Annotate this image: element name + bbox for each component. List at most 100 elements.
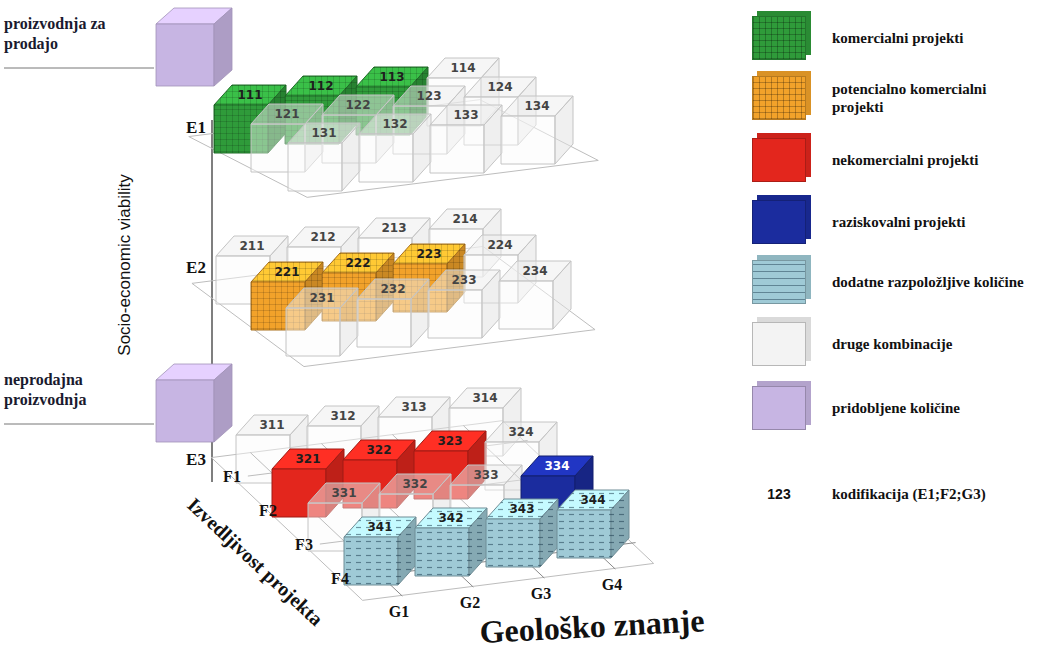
axis-tick: G3 [531, 586, 551, 603]
legend-swatch [752, 138, 806, 182]
cube-code: 112 [294, 79, 348, 93]
cube-face [415, 528, 469, 576]
class-cube: 232 [357, 279, 429, 347]
cube-code: 211 [225, 239, 279, 253]
cube-code: 232 [366, 282, 420, 296]
cube-texture [540, 499, 558, 567]
axis-title: Geološko znanje [479, 604, 705, 649]
cube-code: 344 [566, 493, 620, 507]
axis-tick: F2 [259, 503, 277, 520]
legend-label: nekomercialni projekti [832, 151, 979, 169]
cube-texture [469, 508, 487, 576]
class-cube: 233 [428, 270, 500, 338]
legend-swatch [752, 200, 806, 244]
axis-tick: F4 [331, 571, 349, 588]
cube-code: 213 [367, 221, 421, 235]
cube-face [342, 123, 360, 191]
legend-swatch [752, 76, 806, 120]
leader-line [4, 424, 154, 425]
cube-face [214, 364, 232, 442]
cube-face [553, 261, 571, 329]
axis-title: Socio-economic viability [116, 174, 134, 355]
cube-face [359, 134, 413, 182]
cube-code: 223 [402, 247, 456, 261]
cube-face [288, 143, 342, 191]
cube-face [413, 114, 431, 182]
axis-tick: G1 [389, 604, 409, 621]
cube-code: 231 [295, 291, 349, 305]
cube-face [156, 380, 214, 442]
legend-label: potencialno komercialni projekti [832, 80, 1027, 116]
class-cube: 134 [501, 96, 573, 164]
cube-face [484, 105, 502, 173]
cube-code: 111 [223, 88, 277, 102]
cube-face [482, 270, 500, 338]
cube-code: 333 [459, 468, 513, 482]
cube-face [214, 8, 232, 86]
cube-code: 124 [473, 80, 527, 94]
cube-code: 332 [388, 477, 442, 491]
class-cube: 132 [359, 114, 431, 182]
cube-code: 113 [365, 70, 419, 84]
legend-swatch [752, 386, 806, 430]
class-cube: 342 [415, 508, 487, 576]
cube-code: 234 [508, 264, 562, 278]
cube-face [430, 125, 484, 173]
cube-code: 311 [245, 418, 299, 432]
quantity-label: proizvodnja za prodajo [4, 14, 146, 54]
cube-code: 343 [495, 502, 549, 516]
cube-texture [398, 517, 416, 585]
cube-code: 131 [297, 126, 351, 140]
cube-code: 224 [473, 238, 527, 252]
cube-face [344, 537, 398, 585]
legend-sample: 123 [767, 487, 790, 502]
cube-code: 123 [402, 89, 456, 103]
cube-code: 214 [438, 212, 492, 226]
cube-code: 334 [530, 459, 584, 473]
class-cube: 343 [486, 499, 558, 567]
cube-face [499, 281, 553, 329]
cube-code: 132 [368, 117, 422, 131]
class-cube: 344 [557, 490, 629, 558]
cube-code: 114 [436, 61, 490, 75]
class-cube: 341 [344, 517, 416, 585]
cube-face [557, 510, 611, 558]
quantity-cube: proizvodnja za prodajo [4, 6, 234, 91]
cube-code: 342 [424, 511, 478, 525]
level-plane [192, 246, 595, 366]
legend-label: kodifikacija (E1;F2;G3) [832, 485, 986, 503]
cube-code: 121 [260, 107, 314, 121]
cube-texture [344, 537, 398, 585]
cube-code: 312 [316, 409, 370, 423]
legend-label: pridobljene količine [832, 399, 960, 417]
class-cube: 131 [288, 123, 360, 191]
axis-tick: G2 [460, 595, 480, 612]
legend-label: komercialni projekti [832, 29, 964, 47]
cube-face [428, 290, 482, 338]
cube-texture [415, 528, 469, 576]
cube-texture [611, 490, 629, 558]
cube-face [486, 519, 540, 567]
legend-swatch [752, 260, 806, 304]
cube-code: 331 [317, 486, 371, 500]
leader-line [4, 68, 154, 69]
cube-code: 233 [437, 273, 491, 287]
cube-code: 324 [494, 425, 548, 439]
legend-swatch [752, 322, 806, 366]
axis-title: Izvedljivost projekta [183, 494, 327, 630]
level-label: E1 [186, 119, 206, 137]
quantity-label: neprodajna proizvodnja [4, 370, 146, 410]
cube-code: 122 [331, 98, 385, 112]
cube-code: 341 [353, 520, 407, 534]
cube-code: 222 [331, 256, 385, 270]
axis-tick: G4 [602, 577, 622, 594]
class-cube: 234 [499, 261, 571, 329]
cube-code: 323 [423, 434, 477, 448]
cube-face [357, 299, 411, 347]
cube-code: 313 [387, 400, 441, 414]
cube-code: 134 [510, 99, 564, 113]
cube-face [411, 279, 429, 347]
axis-tick: F3 [295, 537, 313, 554]
cube-texture [557, 510, 611, 558]
cube-face [286, 308, 340, 356]
